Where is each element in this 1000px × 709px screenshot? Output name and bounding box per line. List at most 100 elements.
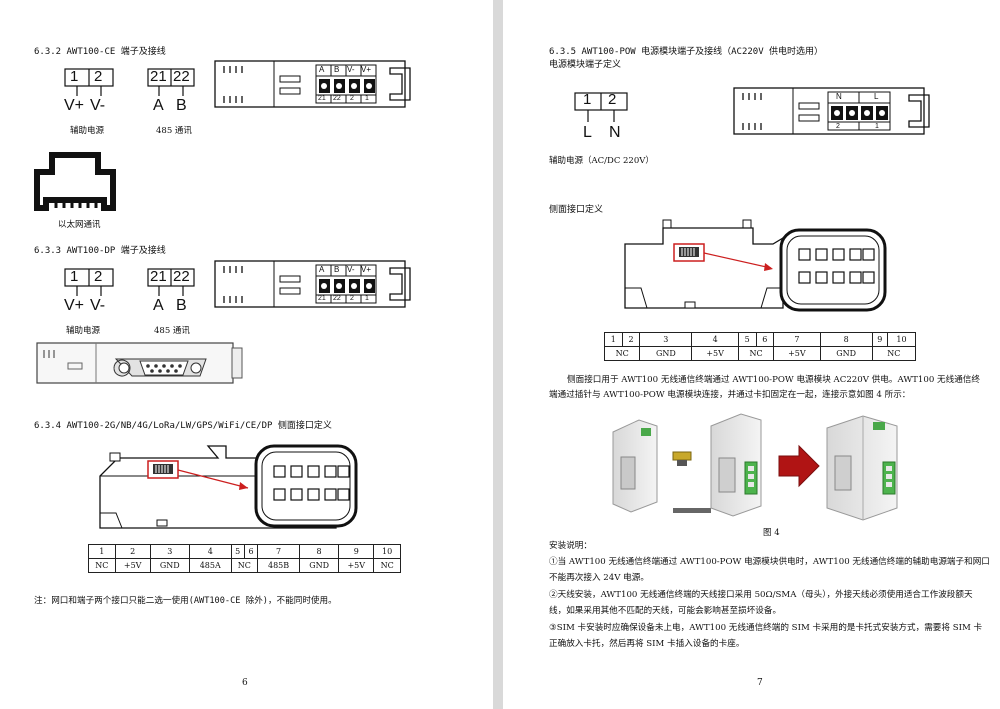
pin-21: 21 xyxy=(150,268,167,285)
section-6-3-5-heading: 6.3.5 AWT100-POW 电源模块端子及接线（AC220V 供电时选用） xyxy=(549,47,824,57)
side-interface-drawing xyxy=(99,444,358,529)
pin-2: 2 xyxy=(608,91,617,108)
signal-b: B xyxy=(176,297,187,314)
pin-function: +5V xyxy=(338,558,375,573)
pin-function: GND xyxy=(819,346,873,361)
term-label-b: B xyxy=(334,65,340,74)
aux-power-pin-diagram-dp xyxy=(64,268,195,296)
signal-v-plus: V+ xyxy=(64,97,85,114)
install-item: ②天线安装，AWT100 无线通信终端的天线接口采用 50Ω/SMA（母头），外… xyxy=(549,590,973,600)
rs485-label: 485 通讯 xyxy=(156,126,192,136)
pin-header: 6 xyxy=(243,544,259,559)
page-gutter xyxy=(493,0,503,709)
pin-function: GND xyxy=(298,558,340,573)
pin-function: 485B xyxy=(257,558,300,573)
pin-header: 9 xyxy=(871,332,888,347)
section-6-3-4-heading: 6.3.4 AWT100-2G/NB/4G/LoRa/LW/GPS/WiFi/C… xyxy=(34,421,332,431)
pin-function: +5V xyxy=(773,346,821,361)
signal-v-minus: V- xyxy=(90,297,106,314)
term-num-1: 1 xyxy=(365,295,369,302)
signal-n: N xyxy=(609,124,621,141)
term-num-2: 2 xyxy=(836,123,840,130)
pin-header: 10 xyxy=(886,332,917,347)
term-num-1: 1 xyxy=(365,95,369,102)
pin-header: 4 xyxy=(691,332,739,347)
term-label-n: N xyxy=(836,92,842,101)
pin-22: 22 xyxy=(173,68,190,85)
rs485-label: 485 通讯 xyxy=(154,326,190,336)
page-6: 6.3.2 AWT100-CE 端子及接线 1 2 21 22 V+ V- A … xyxy=(0,0,493,709)
figure-caption: 图 4 xyxy=(763,528,780,538)
pin-header: 8 xyxy=(298,544,340,559)
pin-function: NC xyxy=(88,558,116,573)
pin-22: 22 xyxy=(173,268,190,285)
signal-a: A xyxy=(153,297,164,314)
pin-function: GND xyxy=(639,346,693,361)
install-item: 不能再次接入 24V 电源。 xyxy=(549,573,649,583)
term-label-a: A xyxy=(319,65,325,74)
pin-2: 2 xyxy=(94,268,103,285)
terminal-definition-subheading: 电源模块端子定义 xyxy=(549,60,622,70)
aux-power-label: 辅助电源 xyxy=(70,126,105,136)
pin-1: 1 xyxy=(70,68,79,85)
pin-header: 2 xyxy=(114,544,151,559)
install-item: 正确放入卡托，然后再将 SIM 卡插入设备的卡座。 xyxy=(549,639,745,649)
pin-header: 8 xyxy=(819,332,873,347)
pin-header: 3 xyxy=(149,544,190,559)
pin-function: NC xyxy=(230,558,259,573)
install-item: ①当 AWT100 无线通信终端通过 AWT100-POW 电源模块供电时，AW… xyxy=(549,557,990,567)
power-terminal-block-drawing xyxy=(733,87,930,135)
signal-b: B xyxy=(176,97,187,114)
page-number: 6 xyxy=(242,678,248,688)
pin-header: 1 xyxy=(604,332,623,347)
pin-header: 7 xyxy=(257,544,300,559)
pin-function: +5V xyxy=(114,558,151,573)
pin-function: NC xyxy=(373,558,401,573)
aux-power-pin-diagram-ce xyxy=(64,68,195,96)
term-num-22: 22 xyxy=(333,295,341,302)
db9-device-drawing xyxy=(36,342,243,384)
term-num-2: 2 xyxy=(350,95,354,102)
term-num-22: 22 xyxy=(333,95,341,102)
pin-1: 1 xyxy=(583,91,592,108)
intro-paragraph-line-2: 端通过插针与 AWT100-POW 电源模块连接，并通过卡扣固定在一起，连接示意… xyxy=(549,390,911,400)
interface-note: 注：网口和端子两个接口只能二选一使用(AWT100-CE 除外)，不能同时使用。 xyxy=(34,596,337,606)
power-pin-diagram xyxy=(574,92,628,122)
section-6-3-3-heading: 6.3.3 AWT100-DP 端子及接线 xyxy=(34,246,166,256)
pin-header: 4 xyxy=(188,544,232,559)
pin-header: 6 xyxy=(755,332,775,347)
terminal-block-drawing-ce xyxy=(214,60,411,108)
aux-power-label: 辅助电源 xyxy=(66,326,101,336)
pin-header: 7 xyxy=(773,332,821,347)
right-side-pin-table: 1 2 3 4 5 6 7 8 9 10 NC GND +5V NC +5V G… xyxy=(603,332,917,361)
pin-function: NC xyxy=(871,346,917,361)
terminal-block-drawing-dp xyxy=(214,260,411,308)
pin-header: 5 xyxy=(737,332,757,347)
pin-21: 21 xyxy=(150,68,167,85)
term-num-21: 21 xyxy=(318,95,326,102)
term-label-v-minus: V- xyxy=(347,65,355,74)
page-number: 7 xyxy=(757,678,763,688)
signal-l: L xyxy=(583,124,592,141)
install-item: 线，如果采用其他不匹配的天线，可能会影响甚至损坏设备。 xyxy=(549,606,782,616)
pin-header: 2 xyxy=(621,332,641,347)
term-label-a: A xyxy=(319,265,325,274)
signal-a: A xyxy=(153,97,164,114)
left-side-pin-table: 1 2 3 4 5 6 7 8 9 10 NC +5V GND 485A NC … xyxy=(88,544,401,573)
term-label-v-plus: V+ xyxy=(361,265,372,274)
term-num-1: 1 xyxy=(875,123,879,130)
install-item: ③SIM 卡安装时应确保设备未上电，AWT100 无线通信终端的 SIM 卡采用… xyxy=(549,623,983,633)
term-label-v-plus: V+ xyxy=(361,65,372,74)
term-num-21: 21 xyxy=(318,295,326,302)
pin-header: 3 xyxy=(639,332,693,347)
term-label-b: B xyxy=(334,265,340,274)
install-title: 安装说明： xyxy=(549,541,592,551)
section-6-3-2-heading: 6.3.2 AWT100-CE 端子及接线 xyxy=(34,47,166,57)
aux-power-label: 辅助电源（AC/DC 220V） xyxy=(549,156,654,166)
pin-header: 9 xyxy=(338,544,375,559)
signal-v-minus: V- xyxy=(90,97,106,114)
signal-v-plus: V+ xyxy=(64,297,85,314)
intro-paragraph-line-1: 侧面接口用于 AWT100 无线通信终端通过 AWT100-POW 电源模块 A… xyxy=(567,375,980,385)
pow-side-interface-drawing xyxy=(624,219,887,312)
pin-header: 10 xyxy=(373,544,401,559)
